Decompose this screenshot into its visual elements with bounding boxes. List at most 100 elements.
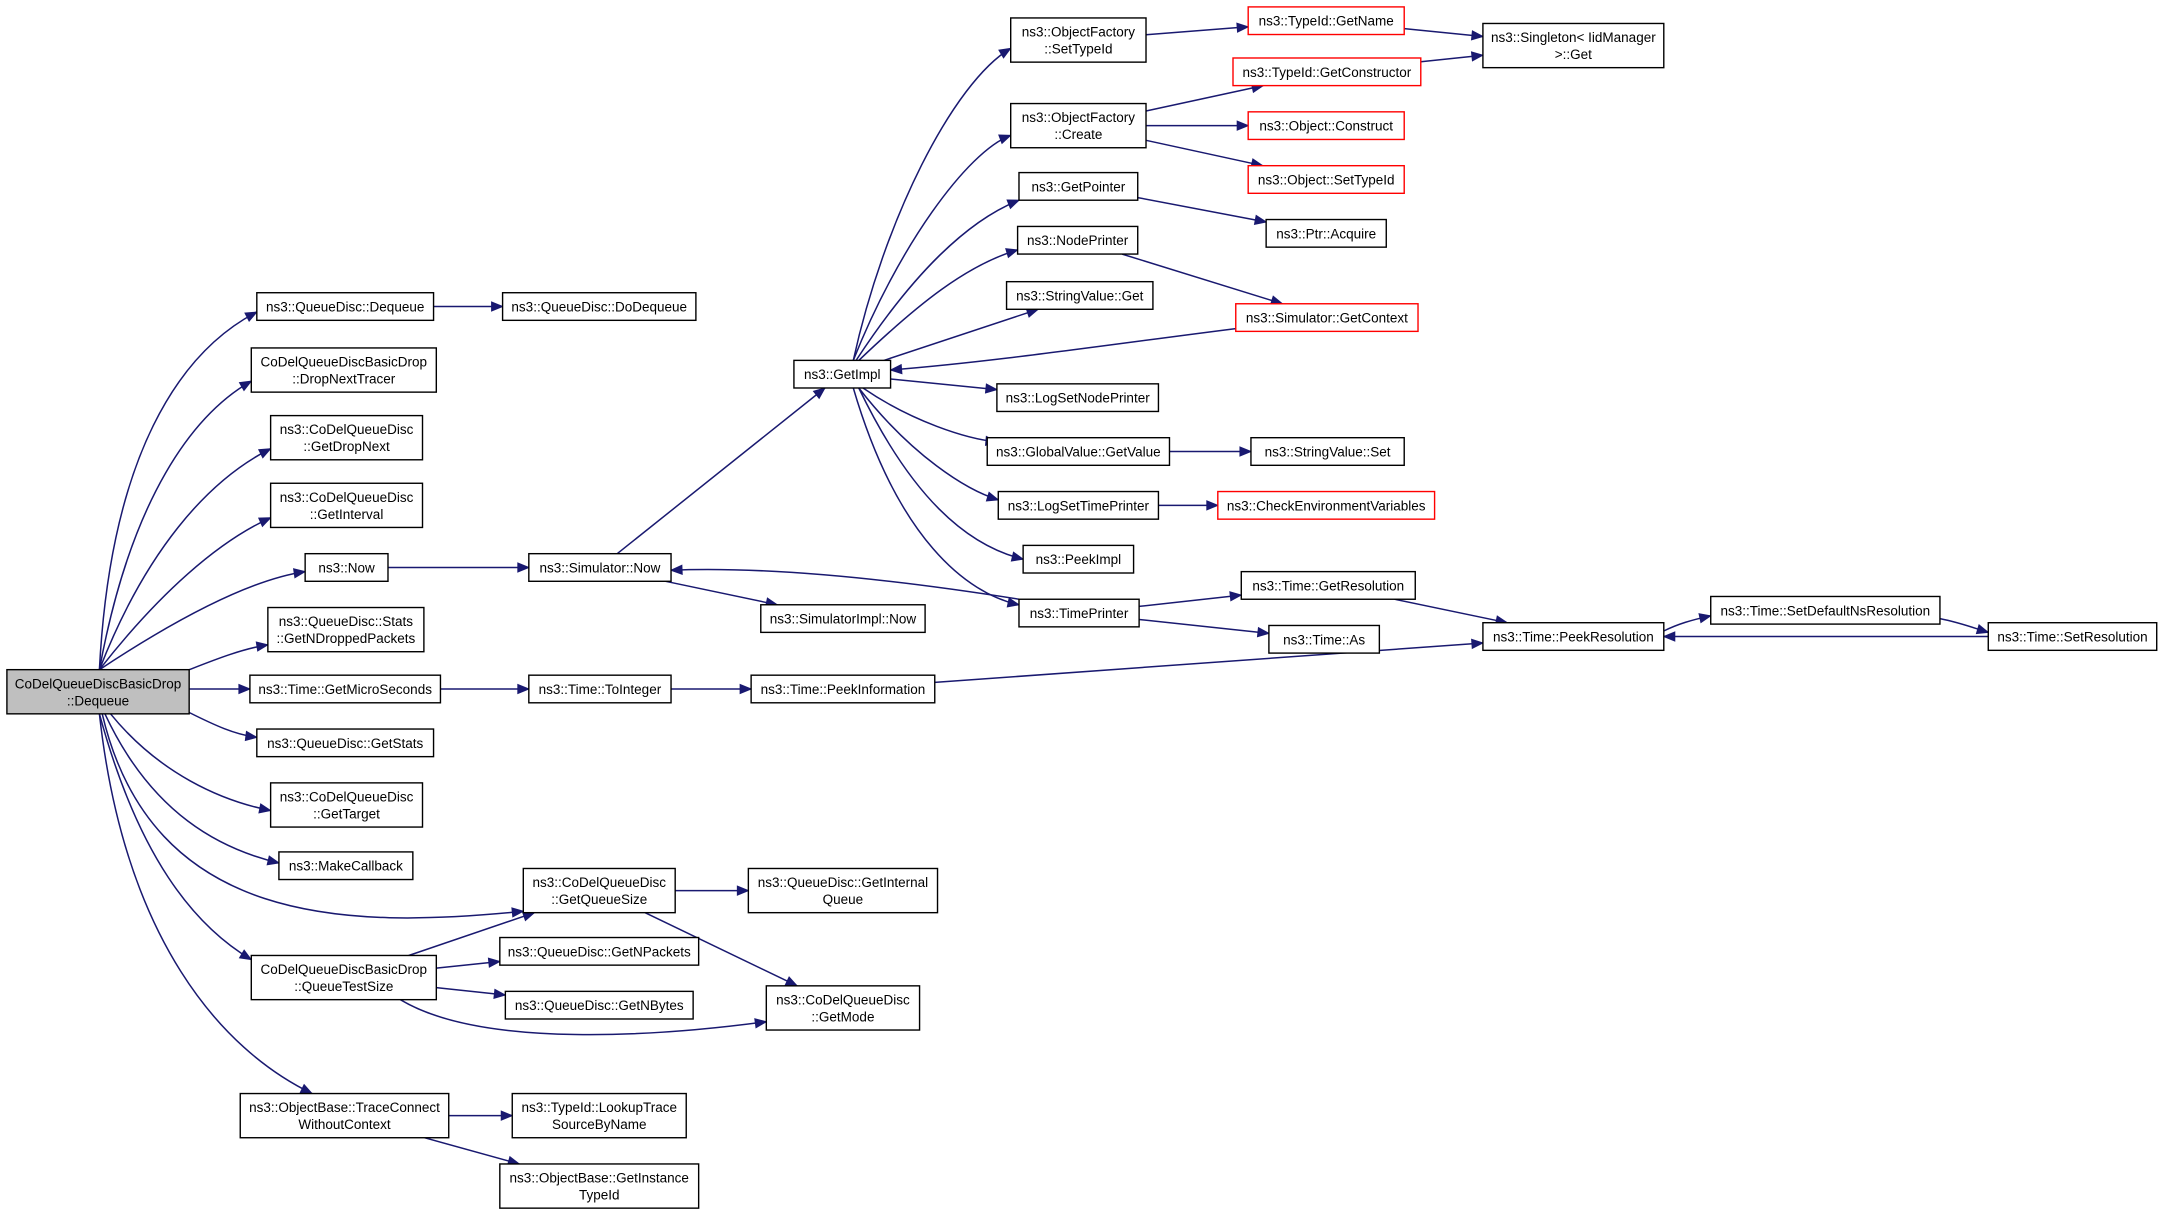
node-checkenv[interactable]: ns3::CheckEnvironmentVariables [1217,490,1436,520]
node-box[interactable] [1987,622,2158,652]
node-getnbytes[interactable]: ns3::QueueDisc::GetNBytes [504,990,694,1020]
node-box[interactable] [996,383,1160,413]
node-box[interactable] [499,1163,700,1209]
node-getdropnext[interactable]: ns3::CoDelQueueDisc::GetDropNext [269,414,424,461]
node-globalvalue_getvalue[interactable]: ns3::GlobalValue::GetValue [986,436,1171,467]
node-gettarget[interactable]: ns3::CoDelQueueDisc::GetTarget [269,782,424,828]
node-time_as[interactable]: ns3::Time::As [1268,624,1381,654]
node-box[interactable] [1247,164,1405,195]
node-box[interactable] [504,990,694,1020]
node-box[interactable] [511,1092,687,1139]
node-box[interactable] [1005,280,1154,310]
node-object_settypeid[interactable]: ns3::Object::SetTypeId [1247,164,1405,195]
node-box[interactable] [1018,171,1139,201]
node-ptr_acquire[interactable]: ns3::Ptr::Acquire [1265,218,1387,248]
node-queuetestsize[interactable]: CoDelQueueDiscBasicDrop::QueueTestSize [250,954,438,1001]
node-traceconnect[interactable]: ns3::ObjectBase::TraceConnectWithoutCont… [239,1092,450,1139]
node-typeid_getname[interactable]: ns3::TypeId::GetName [1247,6,1405,36]
node-getmode[interactable]: ns3::CoDelQueueDisc::GetMode [765,985,921,1031]
node-box[interactable] [528,674,672,704]
node-box[interactable] [986,436,1171,467]
node-box[interactable] [250,954,438,1001]
node-tointeger[interactable]: ns3::Time::ToInteger [528,674,672,704]
node-box[interactable] [1232,57,1422,87]
node-box[interactable] [1250,436,1405,467]
node-box[interactable] [1247,6,1405,36]
node-box[interactable] [256,728,435,758]
node-sim_getcontext[interactable]: ns3::Simulator::GetContext [1235,303,1419,333]
node-box[interactable] [239,1092,450,1139]
node-qd_dequeue[interactable]: ns3::QueueDisc::Dequeue [256,292,435,322]
node-singleton_get[interactable]: ns3::Singleton< IidManager>::Get [1482,22,1665,69]
node-getinterval[interactable]: ns3::CoDelQueueDisc::GetInterval [269,482,424,529]
node-setresolution[interactable]: ns3::Time::SetResolution [1987,622,2158,652]
node-peekresolution[interactable]: ns3::Time::PeekResolution [1482,622,1665,652]
node-box[interactable] [304,552,389,582]
node-peekinfo[interactable]: ns3::Time::PeekInformation [750,674,936,704]
node-getqueuesize[interactable]: ns3::CoDelQueueDisc::GetQueueSize [522,867,676,914]
node-box[interactable] [1268,624,1381,654]
node-box[interactable] [1235,303,1419,333]
node-box[interactable] [1240,570,1416,600]
node-getmicro[interactable]: ns3::Time::GetMicroSeconds [249,674,442,704]
node-box[interactable] [1482,622,1665,652]
node-now[interactable]: ns3::Now [304,552,389,582]
node-box[interactable] [1247,111,1405,141]
node-box[interactable] [1010,17,1147,63]
node-stringvalue_set[interactable]: ns3::StringValue::Set [1250,436,1405,467]
node-box[interactable] [250,347,438,393]
node-object_construct[interactable]: ns3::Object::Construct [1247,111,1405,141]
node-logsettimeprinter[interactable]: ns3::LogSetTimePrinter [997,490,1160,520]
node-box[interactable] [750,674,936,704]
node-makecallback[interactable]: ns3::MakeCallback [278,851,414,881]
node-box[interactable] [267,606,425,653]
node-of_create[interactable]: ns3::ObjectFactory::Create [1010,102,1147,149]
node-box[interactable] [1265,218,1387,248]
node-box[interactable] [269,482,424,529]
node-simimpl_now[interactable]: ns3::SimulatorImpl::Now [760,604,926,634]
node-getndropped[interactable]: ns3::QueueDisc::Stats::GetNDroppedPacket… [267,606,425,653]
node-box[interactable] [499,936,700,966]
node-box[interactable] [1022,544,1135,574]
node-box[interactable] [1016,225,1139,255]
node-peekimpl[interactable]: ns3::PeekImpl [1022,544,1135,574]
node-sim_now[interactable]: ns3::Simulator::Now [528,552,672,582]
node-box[interactable] [269,414,424,461]
node-box[interactable] [6,668,190,715]
node-box[interactable] [249,674,442,704]
node-box[interactable] [1217,490,1436,520]
node-box[interactable] [501,292,697,322]
node-box[interactable] [1010,102,1147,149]
node-root[interactable]: CoDelQueueDiscBasicDrop::Dequeue [6,668,190,715]
node-dropnexttracer[interactable]: CoDelQueueDiscBasicDrop::DropNextTracer [250,347,438,393]
node-box[interactable] [997,490,1160,520]
node-box[interactable] [269,782,424,828]
node-logsetnodeprinter[interactable]: ns3::LogSetNodePrinter [996,383,1160,413]
node-of_settypeid[interactable]: ns3::ObjectFactory::SetTypeId [1010,17,1147,63]
node-box[interactable] [760,604,926,634]
node-box[interactable] [747,867,939,914]
node-getnpackets[interactable]: ns3::QueueDisc::GetNPackets [499,936,700,966]
node-timeprinter[interactable]: ns3::TimePrinter [1018,598,1140,628]
node-box[interactable] [1482,22,1665,69]
node-getstats[interactable]: ns3::QueueDisc::GetStats [256,728,435,758]
node-qd_dodequeue[interactable]: ns3::QueueDisc::DoDequeue [501,292,697,322]
node-box[interactable] [793,359,892,389]
node-box[interactable] [256,292,435,322]
node-stringvalue_get[interactable]: ns3::StringValue::Get [1005,280,1154,310]
node-setdefaultns[interactable]: ns3::Time::SetDefaultNsResolution [1710,595,1941,625]
node-box[interactable] [278,851,414,881]
node-box[interactable] [528,552,672,582]
node-box[interactable] [1018,598,1140,628]
node-time_getresolution[interactable]: ns3::Time::GetResolution [1240,570,1416,600]
node-nodeprinter[interactable]: ns3::NodePrinter [1016,225,1139,255]
node-box[interactable] [522,867,676,914]
node-getimpl[interactable]: ns3::GetImpl [793,359,892,389]
node-getpointer[interactable]: ns3::GetPointer [1018,171,1139,201]
node-box[interactable] [1710,595,1941,625]
node-typeid_getconstructor[interactable]: ns3::TypeId::GetConstructor [1232,57,1422,87]
node-box[interactable] [765,985,921,1031]
